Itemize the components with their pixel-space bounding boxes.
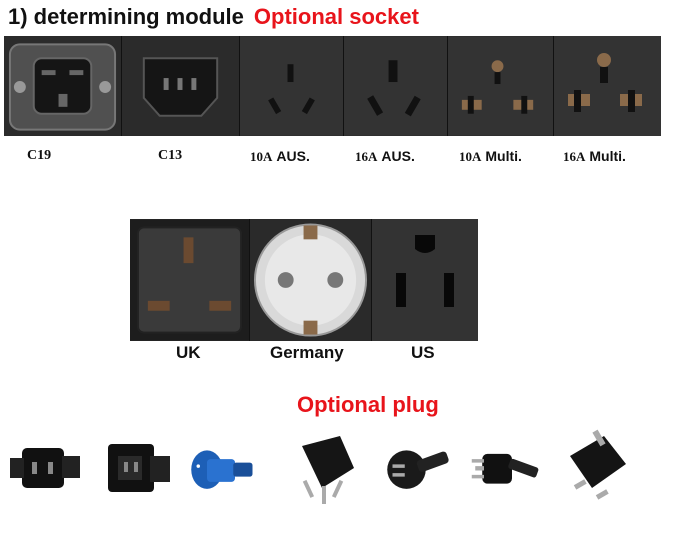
section-heading: 1) determining module Optional socket [8,4,419,30]
caption-germany: Germany [270,343,344,362]
socket-row-1 [4,36,661,136]
socket-row-2 [130,219,478,341]
universal-socket-icon [448,36,553,136]
heading-title: Optional socket [253,4,419,29]
socket-multi-16a [554,36,661,136]
aus-socket-icon [240,36,343,136]
c13-socket-icon [122,36,239,136]
aus-socket-icon [344,36,447,136]
socket-germany [250,219,372,341]
socket-aus-10a [240,36,344,136]
iec-c20-plug-icon [100,428,170,506]
caption-uk: UK [176,343,201,362]
universal-socket-icon [554,36,661,136]
uk-plug-icon [562,428,632,506]
uk-socket-icon [130,219,249,341]
blue-industrial-plug-icon [186,428,256,506]
caption-us: US [411,343,435,362]
c19-socket-icon [4,36,121,136]
socket-us [372,219,478,341]
heading-prefix: 1) determining module [8,4,244,29]
schuko-plug-icon [382,428,452,506]
schuko-socket-icon [250,219,371,341]
plug-section-title: Optional plug [297,392,439,417]
socket-c19 [4,36,122,136]
us-socket-icon [372,219,478,341]
iec-c14-plug-icon [10,428,80,506]
socket-aus-16a [344,36,448,136]
caption-c19: C19 [27,148,52,163]
socket-uk [130,219,250,341]
socket-multi-10a [448,36,554,136]
aus-plug-icon [292,428,362,506]
socket-c13 [122,36,240,136]
us-plug-icon [470,428,540,506]
caption-c13: C13 [158,148,183,163]
